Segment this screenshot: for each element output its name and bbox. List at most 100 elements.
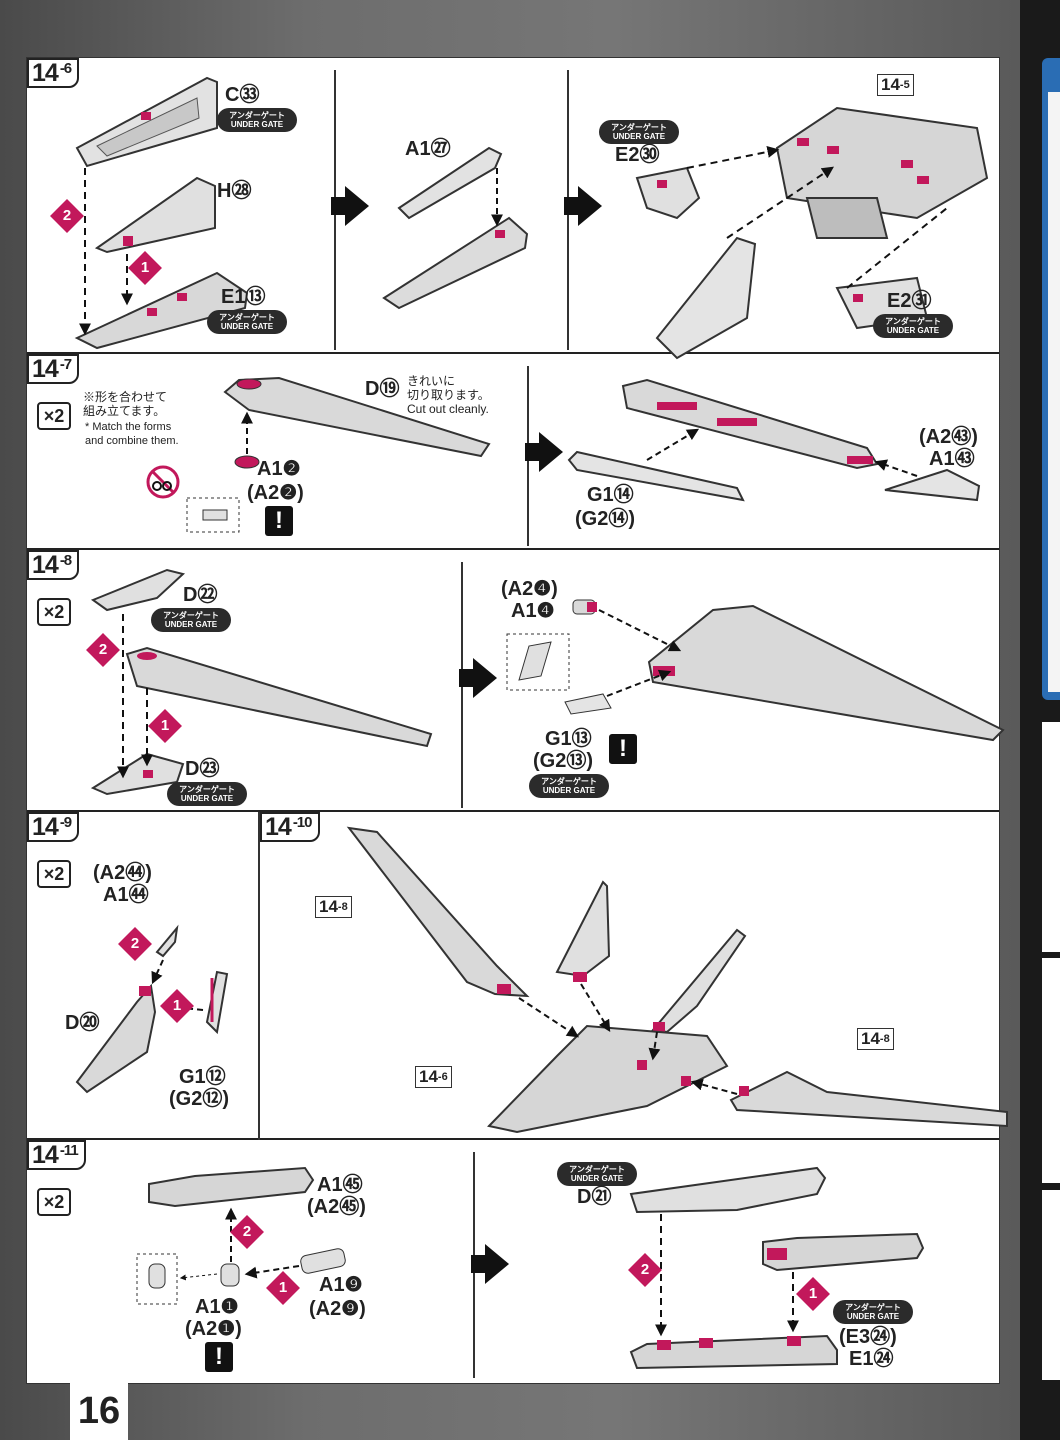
- quantity-badge: ×2: [37, 1188, 71, 1216]
- step-label: 14-11: [27, 1140, 86, 1170]
- part-label: (A2❷): [247, 482, 304, 504]
- order-marker-1: 1: [796, 1277, 830, 1311]
- reference-tag: 14-8: [315, 896, 352, 918]
- part-label: A1❷: [257, 458, 301, 480]
- assembly-illustration: [567, 378, 981, 502]
- next-page-card: [1042, 1190, 1060, 1380]
- quantity-badge: ×2: [37, 860, 71, 888]
- order-marker-1: 1: [266, 1271, 300, 1305]
- part-label: E2㉛: [887, 290, 932, 312]
- part-label: (A2❾): [309, 1298, 366, 1320]
- parts-illustration: [136, 1166, 346, 1305]
- part-label: D㉒: [183, 584, 218, 606]
- parts-illustration: [223, 376, 491, 469]
- assembly-illustration: [629, 1166, 925, 1370]
- detail-inset: [186, 497, 240, 533]
- assembly-illustration: [506, 599, 1005, 742]
- step-arrow-icon: [525, 432, 563, 472]
- next-page-card: [1042, 722, 1060, 952]
- part-label: A1❾: [319, 1274, 363, 1296]
- assembly-illustration: [635, 106, 989, 360]
- cut-note-en: Cut out cleanly.: [407, 402, 489, 416]
- part-label: E2㉚: [615, 144, 660, 166]
- part-label: (A2㊸): [919, 426, 978, 448]
- part-label: A1❶: [195, 1296, 239, 1318]
- part-label: A1㉗: [405, 138, 451, 160]
- part-label: G1⑬: [545, 728, 592, 750]
- part-label: (G2⑬): [533, 750, 593, 772]
- note-text-jp: ※形を合わせて 組み立てます。: [83, 390, 168, 418]
- part-label: E1⑬: [221, 286, 266, 308]
- assembly-illustration: [346, 826, 1008, 1134]
- part-label: A1㊺: [317, 1174, 363, 1196]
- part-label: (A2❶): [185, 1318, 242, 1340]
- parts-illustration: [74, 76, 249, 350]
- quantity-badge: ×2: [37, 402, 71, 430]
- quantity-badge: ×2: [37, 598, 71, 626]
- order-marker-2: 2: [628, 1253, 662, 1287]
- order-marker-2: 2: [230, 1215, 264, 1249]
- part-label: G1⑫: [179, 1066, 226, 1088]
- order-marker-2: 2: [86, 633, 120, 667]
- part-label: D⑲: [365, 378, 400, 400]
- step-arrow-icon: [471, 1244, 509, 1284]
- step-arrow-icon: [459, 658, 497, 698]
- page-number: 16: [70, 1382, 128, 1440]
- part-label: A1㊸: [929, 448, 975, 470]
- note-text-en: * Match the forms and combine them.: [85, 421, 179, 447]
- step-label: 14-9: [27, 812, 80, 842]
- part-label: (E3㉔): [839, 1326, 897, 1348]
- part-label: (G2⑭): [575, 508, 635, 530]
- no-scissors-icon: [146, 465, 180, 499]
- step-label: 14-6: [27, 58, 80, 88]
- reference-tag: 14-5: [877, 74, 914, 96]
- order-marker-1: 1: [128, 251, 162, 285]
- step-label: 14-7: [27, 354, 80, 384]
- part-label: D㉓: [185, 758, 220, 780]
- divider: [258, 812, 260, 1140]
- part-label: A1㊹: [103, 884, 149, 906]
- step-arrow-icon: [331, 186, 369, 226]
- order-marker-2: 2: [118, 927, 152, 961]
- reference-tag: 14-8: [857, 1028, 894, 1050]
- part-label: C㉝: [225, 84, 260, 106]
- reference-tag: 14-6: [415, 1066, 452, 1088]
- panel-step-14-7: 14-7 ×2 ※形を合わせて 組み立てます。 * Match the form…: [27, 354, 999, 550]
- part-label: D㉑: [577, 1186, 612, 1208]
- next-page-note-strip: [1042, 58, 1060, 700]
- part-label: E1㉔: [849, 1348, 894, 1370]
- part-label: A1❹: [511, 600, 555, 622]
- caution-icon: !: [609, 734, 637, 764]
- part-label: (G2⑫): [169, 1088, 229, 1110]
- panel-step-14-9-10: 14-9 ×2 (A2㊹) A1㊹ 2 1 D⑳ G1⑫ (G2⑫) 14-10…: [27, 812, 1008, 1140]
- cut-note-jp: きれいに 切り取ります。: [407, 374, 490, 402]
- step-arrow-icon: [564, 186, 602, 226]
- step-label: 14-10: [260, 812, 320, 842]
- part-label: (A2❹): [501, 578, 558, 600]
- part-label: (A2㊺): [307, 1196, 366, 1218]
- parts-illustration: [90, 568, 433, 796]
- part-label: H㉘: [217, 180, 252, 202]
- next-page-card: [1042, 958, 1060, 1183]
- panel-step-14-11: 14-11 ×2 A1㊺ (A2㊺) 2 1 A1❾ (A2❾) A1❶ (A2…: [27, 1140, 999, 1383]
- part-label: G1⑭: [587, 484, 634, 506]
- caution-icon: !: [205, 1342, 233, 1372]
- part-label: D⑳: [65, 1012, 100, 1034]
- part-label: (A2㊹): [93, 862, 152, 884]
- caution-icon: !: [265, 506, 293, 536]
- step-label: 14-8: [27, 550, 80, 580]
- parts-illustration: [382, 146, 529, 310]
- order-marker-2: 2: [50, 199, 84, 233]
